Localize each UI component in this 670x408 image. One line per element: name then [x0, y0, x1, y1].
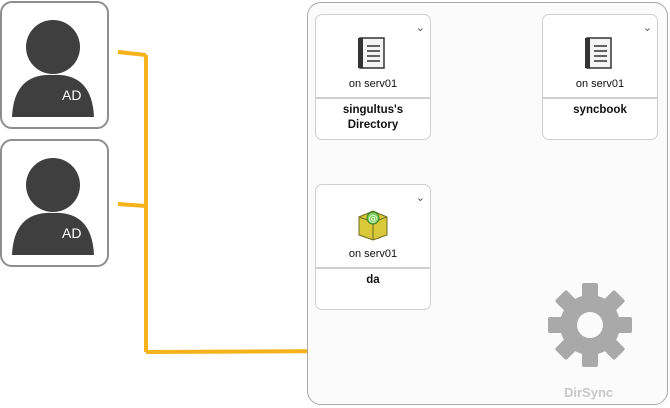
chevron-down-icon[interactable]: ⌄ — [415, 22, 425, 34]
ad-source-card[interactable]: AD — [0, 1, 109, 129]
user-avatar-icon — [12, 158, 94, 255]
node-syncbook[interactable]: ⌄ on serv01 syncbook — [542, 14, 658, 140]
node-header: @ ⌄ on serv01 — [316, 185, 430, 269]
node-header: ⌄ on serv01 — [543, 15, 657, 99]
node-name: da — [366, 274, 380, 286]
chevron-down-icon[interactable]: ⌄ — [642, 22, 652, 34]
node-da[interactable]: @ ⌄ on serv01 da — [315, 184, 431, 310]
notebook-icon — [585, 37, 612, 69]
chevron-down-icon[interactable]: ⌄ — [415, 192, 425, 204]
node-server: on serv01 — [348, 248, 398, 260]
svg-text:@: @ — [369, 214, 378, 224]
address-book-icon: @ — [358, 210, 388, 241]
node-name: syncbook — [573, 104, 627, 116]
node-singultus-directory[interactable]: ⌄ on serv01 singultus's Directory — [315, 14, 431, 140]
node-name: singultus's Directory — [342, 104, 404, 131]
dirsync-label: DirSync — [564, 385, 614, 400]
node-server: on serv01 — [575, 78, 625, 90]
gear-icon[interactable] — [545, 280, 635, 370]
node-header: ⌄ on serv01 — [316, 15, 430, 99]
notebook-icon — [358, 37, 385, 69]
ad-source-card[interactable]: AD — [0, 139, 109, 267]
ad-label: AD — [62, 225, 82, 241]
ad-label: AD — [62, 87, 82, 103]
node-server: on serv01 — [348, 78, 398, 90]
user-avatar-icon — [12, 20, 94, 117]
